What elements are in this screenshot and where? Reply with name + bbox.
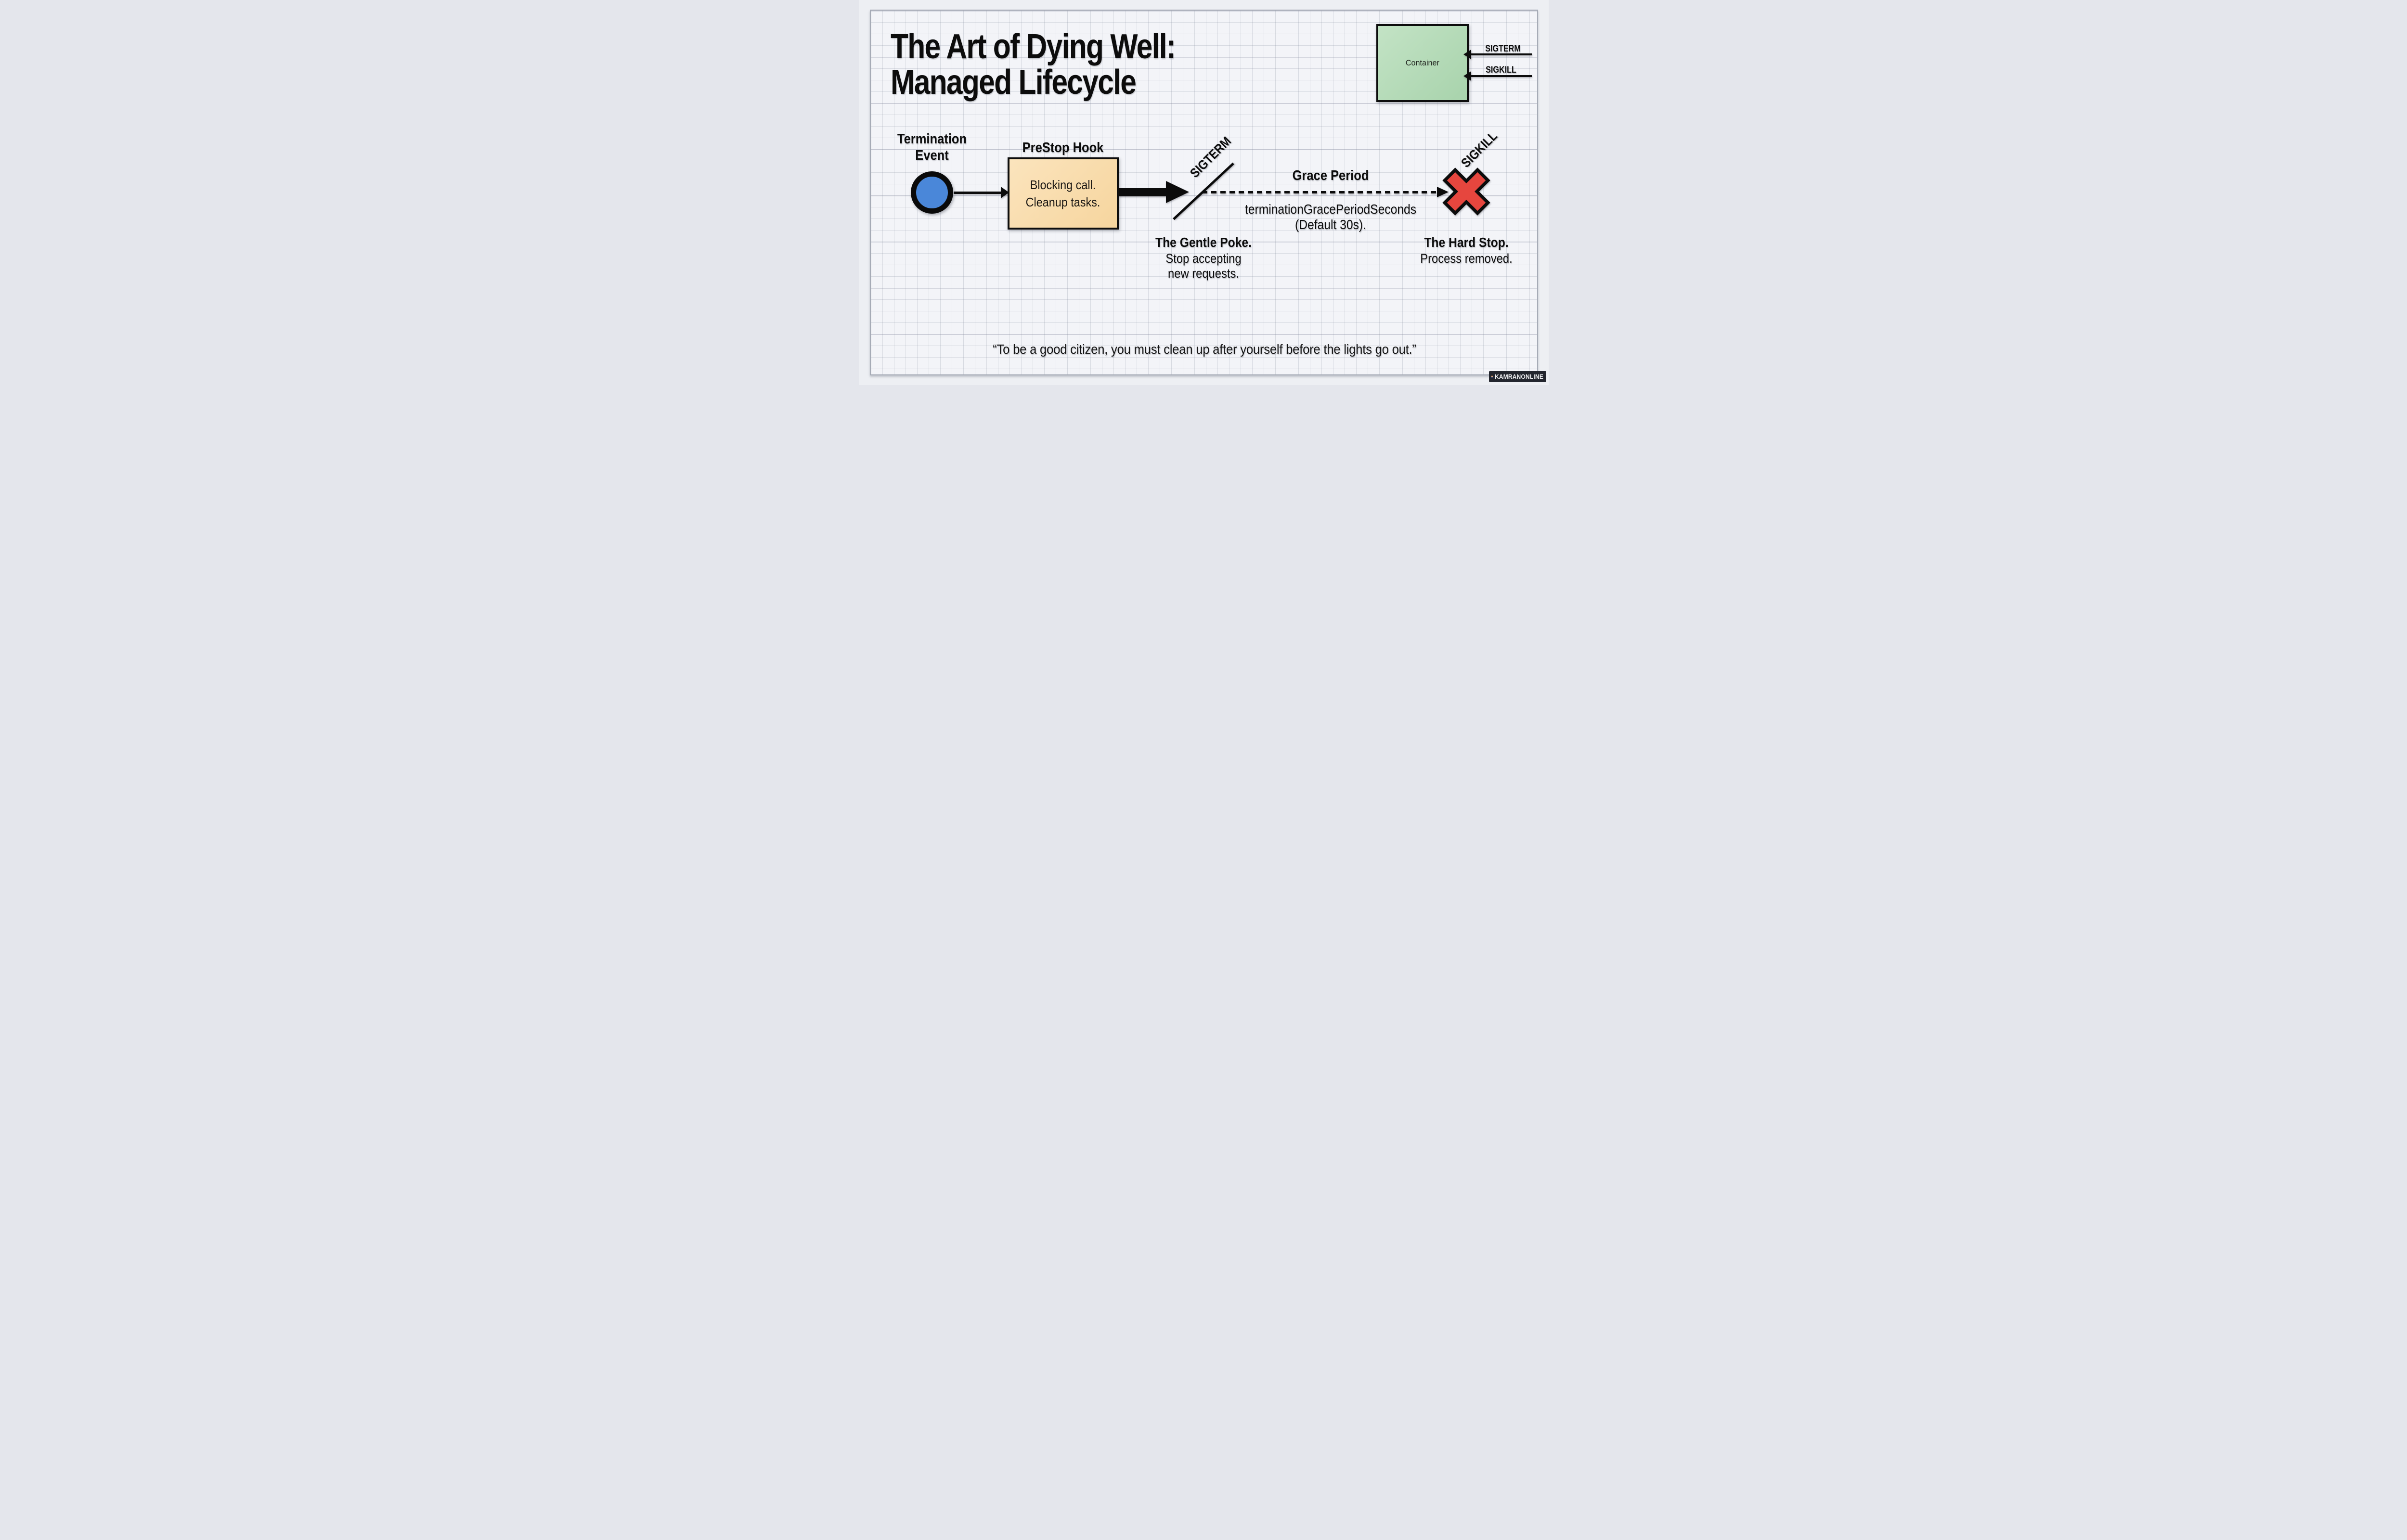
container-box: Container (1376, 24, 1469, 102)
arrowhead-right-icon (1436, 187, 1449, 197)
quote-text: “To be a good citizen, you must clean up… (992, 342, 1416, 357)
arrow-shaft (953, 192, 1001, 194)
gentle-poke-title: The Gentle Poke. (1155, 235, 1252, 250)
gentle-poke-line1: Stop accepting (1165, 251, 1242, 266)
flow-arrow-start-to-prestop (953, 186, 1011, 199)
gentle-poke-caption: The Gentle Poke. Stop accepting new requ… (1155, 234, 1252, 281)
prestop-hook-title: PreStop Hook (1022, 140, 1103, 155)
watermark-label: KAMRANONLINE (1495, 373, 1544, 380)
hard-stop-caption: The Hard Stop. Process removed. (1420, 234, 1512, 266)
flow-arrow-prestop-to-sigterm (1118, 181, 1189, 203)
sigkill-signal-label: SIGKILL (1485, 65, 1516, 75)
sigterm-signal-arrow (1463, 50, 1532, 59)
arrowhead-left-icon (1463, 71, 1471, 81)
sigkill-signal-arrow (1463, 71, 1532, 81)
diagram-page: The Art of Dying Well: Managed Lifecycle… (858, 0, 1549, 385)
termination-event-circle (910, 171, 953, 214)
sigterm-signal-label: SIGTERM (1485, 44, 1521, 54)
page-title-line2: Managed Lifecycle (890, 63, 1137, 102)
hard-stop-title: The Hard Stop. (1423, 235, 1509, 250)
sigkill-x-icon (1442, 167, 1490, 216)
grace-period-dashed-line (1202, 191, 1439, 193)
arrowhead-right-icon (1165, 181, 1189, 203)
page-title-line1: The Art of Dying Well: (890, 27, 1176, 66)
termination-event-label: Termination Event (897, 131, 966, 164)
gentle-poke-line2: new requests. (1167, 266, 1239, 281)
watermark-badge: KAMRANONLINE (1488, 371, 1546, 382)
grace-period-parameter: terminationGracePeriodSeconds (1244, 202, 1416, 217)
hard-stop-line1: Process removed. (1420, 251, 1513, 266)
page-title: The Art of Dying Well: Managed Lifecycle (890, 27, 1176, 102)
arrowhead-left-icon (1463, 50, 1471, 59)
prestop-hook-box: Blocking call. Cleanup tasks. (1007, 157, 1119, 230)
avatar (1490, 375, 1494, 378)
grace-period-default: (Default 30s). (1294, 217, 1366, 232)
termination-event-label-line2: Event (915, 148, 949, 163)
prestop-hook-text: Blocking call. Cleanup tasks. (1026, 176, 1100, 211)
grace-period-title: Grace Period (1292, 168, 1369, 183)
arrowhead-right-icon (1000, 187, 1009, 198)
container-box-label: Container (1405, 58, 1439, 67)
prestop-hook-line1: Blocking call. (1030, 178, 1096, 192)
termination-event-label-line1: Termination (897, 131, 967, 147)
prestop-hook-line2: Cleanup tasks. (1025, 195, 1100, 209)
arrow-shaft (1118, 188, 1166, 196)
